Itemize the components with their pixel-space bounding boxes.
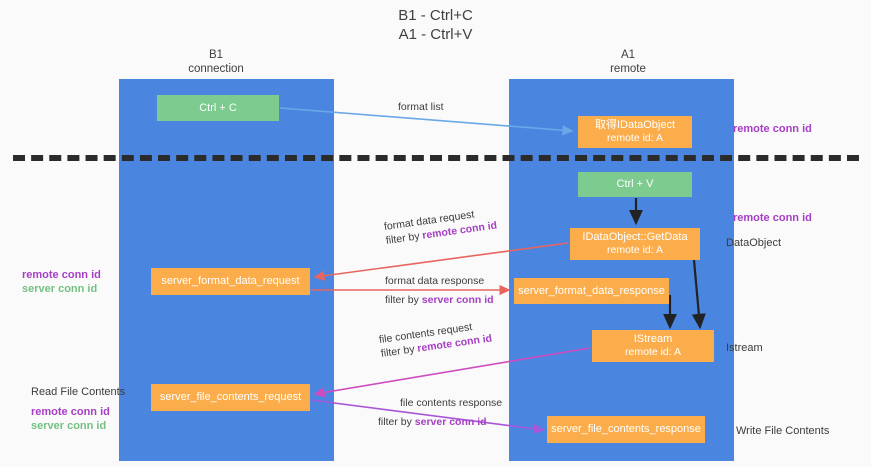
annotation-left2-server-conn-id: server conn id xyxy=(31,420,107,432)
node-istream-label: IStream xyxy=(633,333,673,345)
node-get-idataobject[interactable]: 取得IDataObject remote id: A xyxy=(578,116,692,148)
node-get-idataobject-label: 取得IDataObject xyxy=(594,119,676,131)
column-b1-role: connection xyxy=(188,63,244,75)
annotation-right-remote-conn-id-mid: remote conn id xyxy=(733,212,812,224)
annotation-left-remote-conn-id: remote conn id xyxy=(22,269,101,281)
annotation-right-write-file-contents: Write File Contents xyxy=(736,425,830,437)
node-get-idataobject-sub: remote id: A xyxy=(606,132,664,144)
node-server-file-contents-request[interactable]: server_file_contents_request xyxy=(151,384,310,411)
phase-divider xyxy=(13,155,859,161)
title-line-2: A1 - Ctrl+V xyxy=(398,26,473,43)
title-line-1: B1 - Ctrl+C xyxy=(398,7,473,24)
node-istream[interactable]: IStream remote id: A xyxy=(592,330,714,362)
node-server-file-contents-request-label: server_file_contents_request xyxy=(159,391,302,403)
edge-label-format-data-request: format data request filter by remote con… xyxy=(383,205,498,248)
node-server-format-data-response-label: server_format_data_response xyxy=(518,284,665,297)
column-header-b1: B1 connection xyxy=(150,48,282,76)
node-ctrl-v[interactable]: Ctrl + V xyxy=(578,172,692,197)
filter-key-server-conn-id: server conn id xyxy=(421,294,494,306)
filter-prefix: filter by xyxy=(378,416,415,428)
edge-label-file-contents-response-text: file contents response xyxy=(400,397,503,409)
node-getdata-label: IDataObject::GetData xyxy=(582,231,688,243)
filter-prefix: filter by xyxy=(380,342,419,360)
edge-label-file-contents-response: file contents response filter by server … xyxy=(378,396,502,429)
edge-label-file-contents-response-filter: filter by server conn id xyxy=(378,415,502,429)
diagram-title: B1 - Ctrl+C A1 - Ctrl+V xyxy=(0,6,871,44)
node-ctrl-c[interactable]: Ctrl + C xyxy=(157,95,279,121)
node-istream-sub: remote id: A xyxy=(624,346,682,358)
column-header-a1: A1 remote xyxy=(568,48,688,76)
node-idataobject-getdata[interactable]: IDataObject::GetData remote id: A xyxy=(570,228,700,260)
column-a1-name: A1 xyxy=(620,49,636,61)
annotation-left-read-file-contents-group: Read File Contents remote conn id server… xyxy=(31,385,125,433)
annotation-right-istream: Istream xyxy=(726,342,763,354)
node-server-format-data-request[interactable]: server_format_data_request xyxy=(151,268,310,295)
filter-prefix: filter by xyxy=(385,229,424,247)
annotation-left-server-conn-id: server conn id xyxy=(22,283,98,295)
edge-label-format-data-response-text: format data response xyxy=(385,275,485,287)
column-b1-name: B1 xyxy=(208,49,224,61)
node-server-file-contents-response-label: server_file_contents_response xyxy=(551,423,701,435)
edge-label-format-list-text: format list xyxy=(398,101,444,113)
edge-label-file-contents-request: file contents request filter by remote c… xyxy=(378,318,493,361)
annotation-left2-remote-conn-id: remote conn id xyxy=(31,406,110,418)
annotation-left-conn-ids: remote conn id server conn id xyxy=(22,268,101,296)
node-server-format-data-request-label: server_format_data_request xyxy=(161,275,300,287)
node-ctrl-v-label: Ctrl + V xyxy=(616,178,654,190)
annotation-right-remote-conn-id-top: remote conn id xyxy=(733,123,812,135)
edge-label-format-list: format list xyxy=(398,100,444,114)
column-a1-role: remote xyxy=(610,63,646,75)
edge-label-format-data-response: format data response filter by server co… xyxy=(385,274,494,307)
filter-prefix: filter by xyxy=(385,294,422,306)
filter-key-server-conn-id: server conn id xyxy=(414,416,487,428)
node-server-format-data-response[interactable]: server_format_data_response xyxy=(514,278,669,304)
edge-label-format-data-response-filter: filter by server conn id xyxy=(385,293,494,307)
annotation-right-dataobject: DataObject xyxy=(726,237,782,249)
node-server-file-contents-response[interactable]: server_file_contents_response xyxy=(547,416,705,443)
node-ctrl-c-label: Ctrl + C xyxy=(199,101,237,114)
annotation-left-read-file-contents: Read File Contents xyxy=(31,386,126,398)
node-getdata-sub: remote id: A xyxy=(606,244,664,256)
